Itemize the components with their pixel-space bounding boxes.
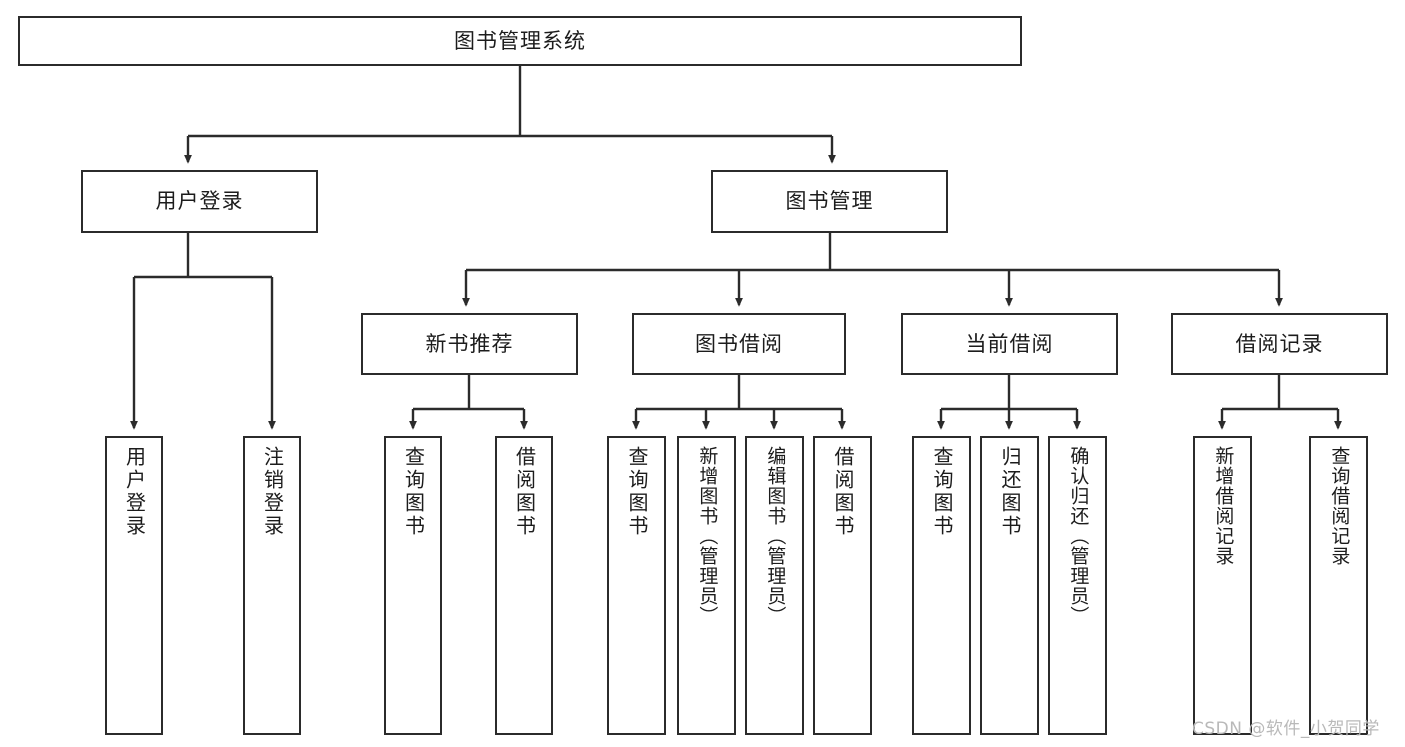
node-label: 注销登录 bbox=[260, 446, 285, 538]
node-borrow-record[interactable]: 借阅记录 bbox=[1171, 313, 1388, 375]
leaf-add-borrow-record[interactable]: 新增借阅记录 bbox=[1193, 436, 1252, 735]
node-label: 确认归还（管理员） bbox=[1067, 446, 1090, 626]
node-book-borrow[interactable]: 图书借阅 bbox=[632, 313, 846, 375]
node-label: 查询图书 bbox=[625, 446, 649, 538]
leaf-query-borrow-record[interactable]: 查询借阅记录 bbox=[1309, 436, 1368, 735]
leaf-logout[interactable]: 注销登录 bbox=[243, 436, 301, 735]
leaf-edit-book-admin[interactable]: 编辑图书（管理员） bbox=[745, 436, 804, 735]
node-label: 新增借阅记录 bbox=[1212, 446, 1235, 566]
node-label: 当前借阅 bbox=[965, 331, 1054, 356]
leaf-borrow-book[interactable]: 借阅图书 bbox=[813, 436, 872, 735]
node-book-management[interactable]: 图书管理 bbox=[711, 170, 948, 233]
node-label: 图书管理 bbox=[785, 189, 874, 214]
csdn-watermark: CSDN @软件_小贺同学 bbox=[1192, 719, 1380, 739]
node-current-borrow[interactable]: 当前借阅 bbox=[901, 313, 1118, 375]
node-label: 新书推荐 bbox=[425, 331, 514, 356]
leaf-query-book-borrow[interactable]: 查询图书 bbox=[607, 436, 666, 735]
node-label: 图书管理系统 bbox=[454, 28, 586, 53]
leaf-confirm-return-admin[interactable]: 确认归还（管理员） bbox=[1048, 436, 1107, 735]
node-user-login[interactable]: 用户登录 bbox=[81, 170, 318, 233]
node-label: 用户登录 bbox=[155, 189, 244, 214]
leaf-query-book-recommend[interactable]: 查询图书 bbox=[384, 436, 442, 735]
leaf-user-login[interactable]: 用户登录 bbox=[105, 436, 163, 735]
node-label: 借阅图书 bbox=[831, 446, 855, 538]
node-label: 用户登录 bbox=[122, 446, 147, 538]
node-root-system[interactable]: 图书管理系统 bbox=[18, 16, 1022, 66]
node-label: 借阅图书 bbox=[512, 446, 537, 538]
node-label: 查询图书 bbox=[930, 446, 954, 538]
leaf-query-book-current[interactable]: 查询图书 bbox=[912, 436, 971, 735]
node-label: 图书借阅 bbox=[695, 331, 783, 356]
node-label: 查询借阅记录 bbox=[1328, 446, 1351, 566]
node-label: 借阅记录 bbox=[1235, 331, 1324, 356]
node-label: 归还图书 bbox=[998, 446, 1022, 538]
node-label: 新增图书（管理员） bbox=[696, 446, 719, 626]
node-label: 查询图书 bbox=[401, 446, 426, 538]
node-new-book-recommend[interactable]: 新书推荐 bbox=[361, 313, 578, 375]
leaf-borrow-book-recommend[interactable]: 借阅图书 bbox=[495, 436, 553, 735]
leaf-add-book-admin[interactable]: 新增图书（管理员） bbox=[677, 436, 736, 735]
node-label: 编辑图书（管理员） bbox=[764, 446, 787, 626]
leaf-return-book[interactable]: 归还图书 bbox=[980, 436, 1039, 735]
